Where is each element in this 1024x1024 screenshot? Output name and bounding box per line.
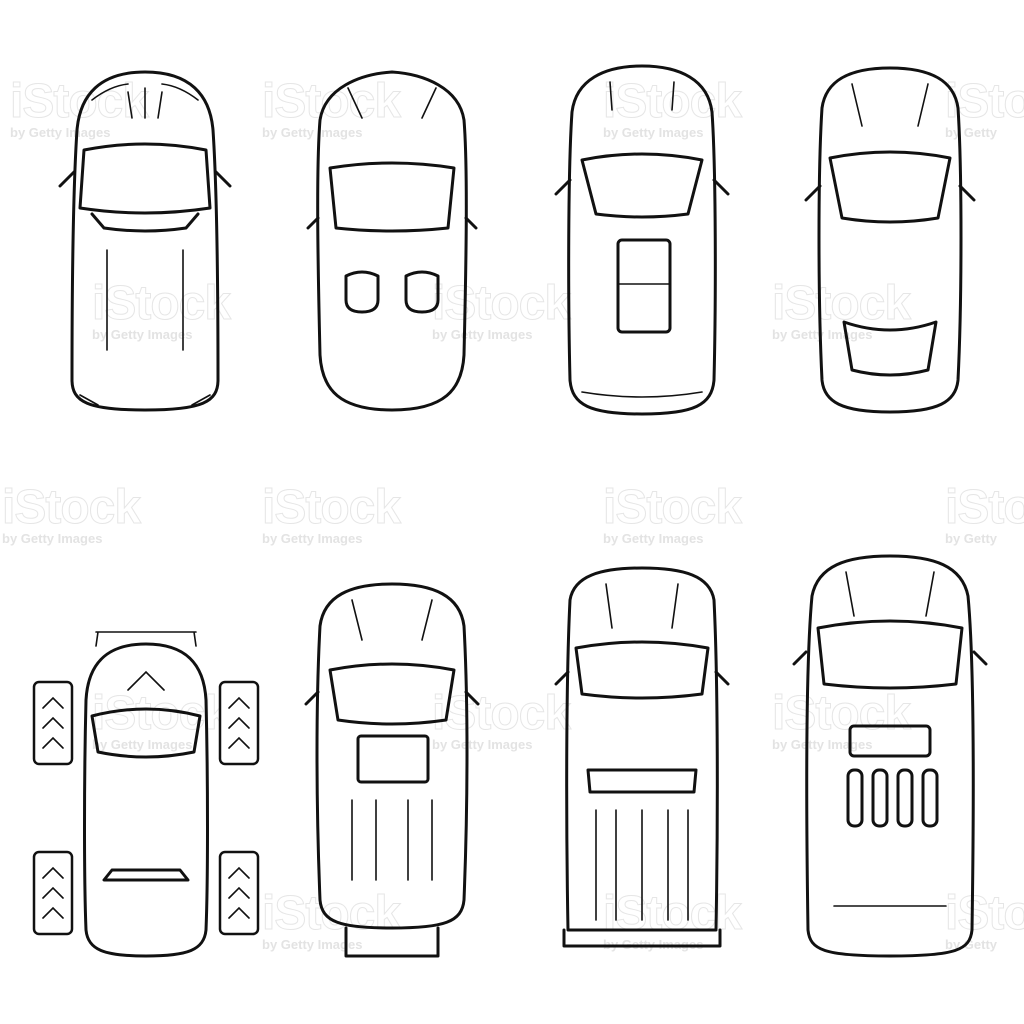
monster-truck-icon (32, 631, 260, 958)
coupe-car-icon (804, 66, 976, 414)
van-car-icon (792, 554, 988, 958)
suv-car-icon (304, 582, 480, 958)
pickup-truck-icon (554, 566, 730, 948)
sedan-sunroof-car-icon (554, 64, 730, 416)
convertible-car-icon (306, 70, 478, 412)
hatchback-car-icon (58, 70, 232, 412)
